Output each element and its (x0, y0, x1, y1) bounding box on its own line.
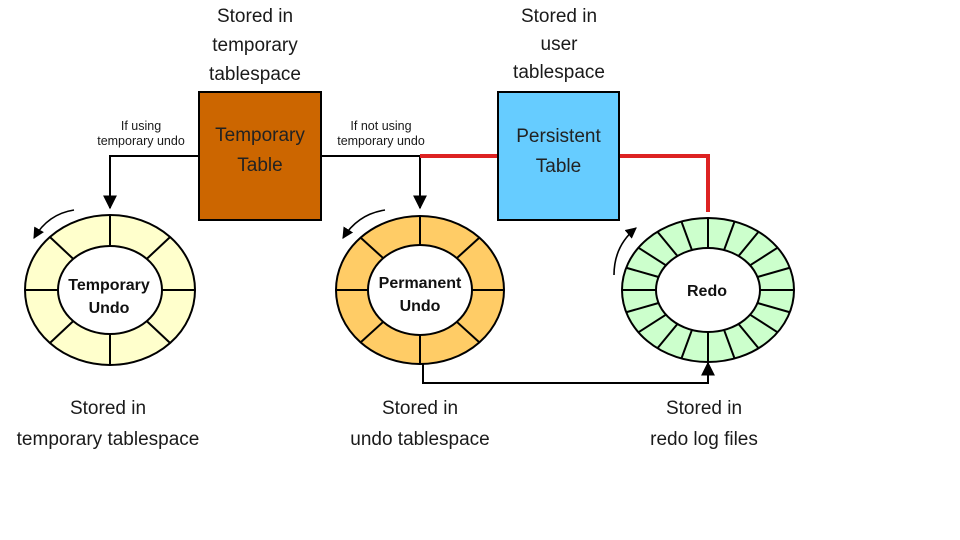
temporary-table-box (198, 91, 322, 221)
redo-ring (621, 217, 795, 363)
ring-segment-divider (49, 236, 74, 260)
if-using-temp-undo-label: If using temporary undo (97, 119, 185, 148)
ring-segment-divider (723, 221, 736, 251)
permanent-undo-storage-caption: Stored in undo tablespace (350, 398, 490, 450)
permanent-undo-rotation-arrow-icon (342, 209, 386, 239)
if-not-using-temp-undo-label: If not using temporary undo (337, 119, 425, 148)
temp-undo-storage-caption: Stored in temporary tablespace (16, 398, 200, 450)
ring-segment-divider (757, 302, 791, 314)
ring-inner-hole (57, 245, 163, 335)
ring-segment-divider (637, 313, 667, 334)
redo-storage-caption: Stored in redo log files (650, 398, 758, 450)
temp-to-permanent-undo-connector (321, 155, 427, 210)
ring-segment-divider (146, 320, 171, 344)
ring-segment-divider (625, 266, 659, 278)
ring-segment-divider (737, 231, 760, 257)
persistent-table-box (497, 91, 620, 221)
ring-segment-divider (737, 323, 760, 349)
redo-rotation-arrow-icon (613, 227, 637, 276)
temporary-table-storage-caption: Stored in temporary tablespace (209, 6, 301, 85)
ring-segment-divider (456, 321, 481, 344)
ring-inner-hole (367, 244, 473, 336)
ring-segment-divider (757, 266, 791, 278)
temporary-table-label: Temporary Table (215, 125, 305, 176)
ring-segment-divider (359, 321, 384, 344)
temporary-undo-label: Temporary Undo (68, 277, 150, 317)
temporary-undo-ring (24, 214, 196, 366)
ring-segment-divider (680, 329, 693, 359)
ring-segment-divider (680, 221, 693, 251)
ring-segment-divider (723, 329, 736, 359)
ring-segment-divider (146, 236, 171, 260)
ring-segment-divider (656, 231, 679, 257)
ring-segment-divider (637, 246, 667, 267)
ring-segment-divider (359, 236, 384, 259)
persistent-table-storage-caption: Stored in user tablespace (513, 6, 605, 83)
permanent-undo-ring (335, 215, 505, 365)
ring-inner-hole (655, 247, 761, 333)
redo-label: Redo (687, 283, 727, 300)
ring-segment-divider (749, 313, 779, 334)
temp-undo-rotation-arrow-icon (33, 209, 75, 239)
ring-segment-divider (49, 320, 74, 344)
ring-segment-divider (656, 323, 679, 349)
persistent-to-redo-red-connector (619, 154, 710, 212)
ring-segment-divider (749, 246, 779, 267)
ring-segment-divider (456, 236, 481, 259)
persistent-table-label: Persistent Table (516, 126, 601, 177)
permanent-undo-label: Permanent Undo (378, 275, 462, 315)
ring-segment-divider (625, 302, 659, 314)
temp-to-temp-undo-connector (103, 155, 199, 210)
